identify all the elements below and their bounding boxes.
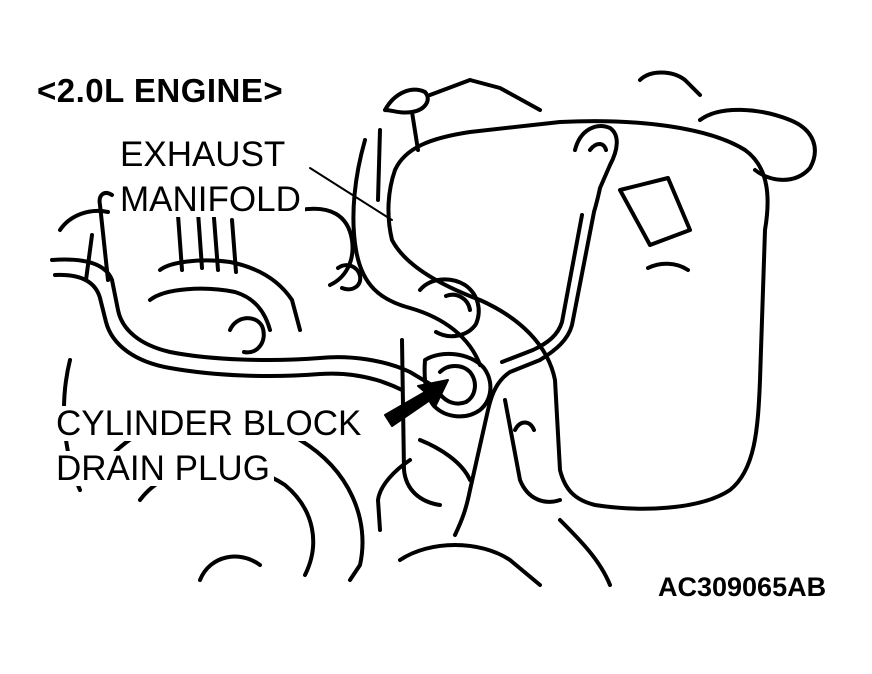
oil-dipstick [453,124,619,537]
exhaust-manifold-label-line2: MANIFOLD [116,182,305,217]
drain-plug-label-line2: DRAIN PLUG [52,451,274,486]
engine-variant-label: <2.0L ENGINE> [37,72,284,109]
leader-lines [309,167,393,221]
exhaust-manifold-shield [386,107,817,511]
exhaust-manifold-label-line1: EXHAUST [116,137,290,172]
drain-plug-arrow [384,379,449,427]
engine-block [351,70,702,367]
figure-code: AC309065AB [658,572,827,602]
mounting-bracket [58,206,363,355]
drain-plug-label-line1: CYLINDER BLOCK [52,406,366,441]
coolant-pipe [50,191,432,392]
